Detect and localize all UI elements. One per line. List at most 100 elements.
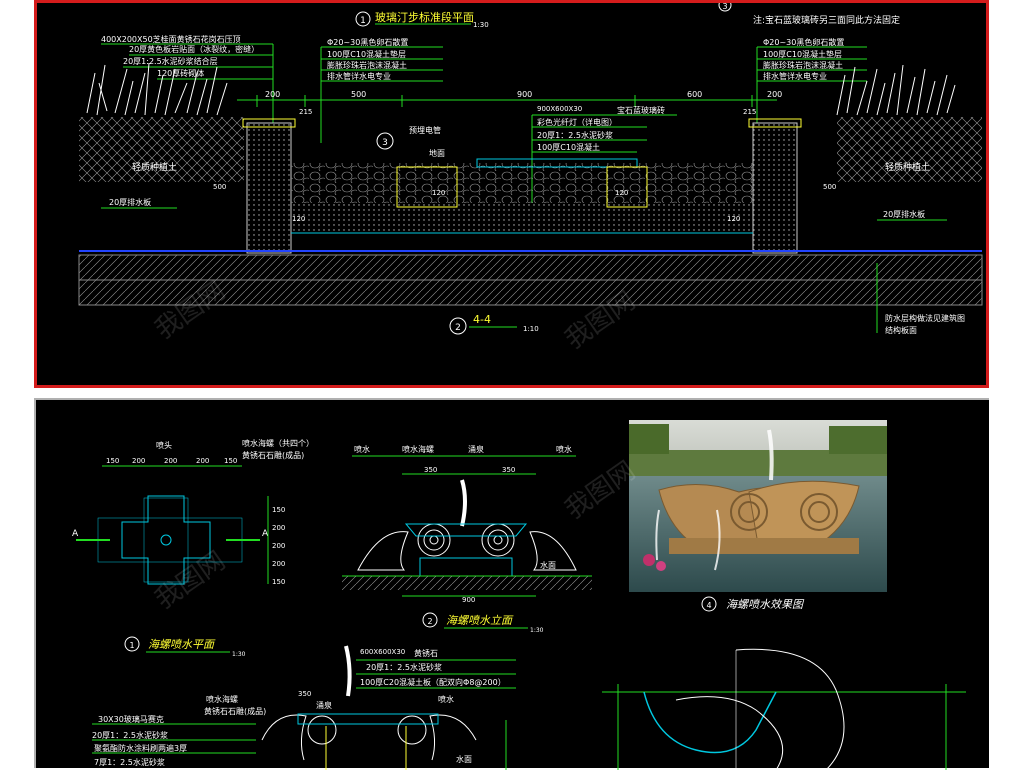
- wall-left: [246, 122, 292, 254]
- soil-right: [837, 117, 982, 182]
- plan-number: 1: [129, 641, 134, 650]
- glass-note-4: 20厚1：2.5水泥砂浆: [537, 130, 613, 140]
- elev-spray-left: [357, 531, 409, 571]
- label-drain-left: 20厚排水板: [109, 197, 151, 207]
- dim-215-r: 215: [743, 108, 756, 116]
- section-number: 2: [455, 323, 461, 333]
- plan-dim-h3: 200: [164, 457, 177, 465]
- detail-label-3: 20厚1：2.5水泥砂浆: [366, 662, 442, 672]
- elev-label-3: 涌泉: [468, 444, 484, 454]
- label-waterproof: 防水层构做法见建筑图: [885, 313, 965, 323]
- cl-note-2: 100厚C10混凝土垫层: [327, 49, 406, 59]
- elev-water-label: 水面: [540, 560, 556, 570]
- plan-dim-h4: 200: [196, 457, 209, 465]
- plan-label-stone: 黄锈石石雕(成品): [242, 450, 304, 460]
- wall-right: [752, 122, 798, 254]
- detail-label-11: 20厚1：2.5水泥砂浆: [92, 730, 168, 740]
- section-scale: 1:10: [523, 325, 539, 333]
- note-callout-number: 3: [722, 3, 727, 11]
- elev-label-4: 喷水: [556, 444, 572, 454]
- cr-note-1: Φ20~30黑色卵石散置: [763, 37, 844, 47]
- center-right-annotations: Φ20~30黑色卵石散置 100厚C10混凝土垫层 膨胀珍珠岩泡沫混凝土 排水管…: [756, 37, 867, 123]
- detail-label-8: 涌泉: [316, 700, 332, 710]
- elev-number: 2: [427, 617, 432, 626]
- elev-dim-2: 350: [502, 466, 515, 474]
- center-left-annotations: Φ20~30黑色卵石散置 100厚C10混凝土垫层 膨胀珍珠岩泡沫混凝土 排水管…: [320, 37, 443, 143]
- section-4-4-sheet: 1 玻璃汀步标准段平面 1:30 3 注:宝石蓝玻璃砖另三面同此方法固定 400…: [34, 0, 989, 388]
- glass-annotations: 900X600X30 宝石蓝玻璃砖 彩色光纤灯（详电图） 20厚1：2.5水泥砂…: [531, 105, 677, 203]
- elev-label-1: 喷水: [354, 444, 370, 454]
- left-note-2: 20厚黄色板岩贴面（冰裂纹，密缝）: [129, 44, 259, 54]
- detail-label-1: 600X600X30: [360, 648, 405, 656]
- glass-support-left: [396, 166, 458, 208]
- glass-note-2: 宝石蓝玻璃砖: [617, 105, 665, 115]
- plan-dim-v5: 150: [272, 578, 285, 586]
- detail-label-7: 350: [298, 690, 311, 698]
- dim-500-l: 500: [213, 183, 226, 191]
- title1-number: 1: [360, 16, 366, 26]
- photo-number: 4: [706, 601, 711, 610]
- cl-note-3: 膨胀珍珠岩泡沫混凝土: [327, 60, 407, 70]
- plan-dim-h1: 150: [106, 457, 119, 465]
- detail-label-5: 喷水海螺: [206, 694, 238, 704]
- detail-label-2: 黄锈石: [414, 648, 438, 658]
- elev-dim-bottom: 900: [462, 596, 475, 604]
- soil-left: [79, 117, 244, 182]
- plan-dim-v1: 150: [272, 506, 285, 514]
- concrete-layer: [291, 203, 753, 233]
- detail-water-label: 水面: [456, 754, 472, 764]
- fountain-photo: [629, 420, 887, 592]
- dim-215-l: 215: [299, 108, 312, 116]
- dim-top-4: 600: [687, 90, 702, 99]
- label-soil-left: 轻质种植土: [132, 161, 177, 173]
- label-pipe: 预埋电管: [409, 125, 441, 135]
- plants-left: [86, 62, 228, 116]
- dim-120-c: 120: [615, 189, 628, 197]
- fountain-detail-section: 600X600X30 黄锈石 20厚1：2.5水泥砂浆 100厚C20混凝土板（…: [92, 645, 516, 770]
- elev-base: [419, 557, 513, 577]
- plan-title: 海螺喷水平面: [148, 638, 216, 651]
- elev-spray-right: [529, 531, 577, 571]
- glass-note-1: 900X600X30: [537, 105, 582, 113]
- plan-cross-shape: [121, 495, 211, 585]
- pebble-layer: [291, 163, 753, 203]
- glass-support-right: [606, 166, 648, 208]
- plants-right: [836, 64, 956, 116]
- dim-500-r: 500: [823, 183, 836, 191]
- dim-top-3: 900: [517, 90, 532, 99]
- dim-120-d: 120: [727, 215, 740, 223]
- plan-scale: 1:30: [232, 651, 246, 658]
- left-note-3: 20厚1:2.5水泥砂浆结合层: [123, 56, 218, 66]
- label-struct: 结构板面: [885, 325, 917, 335]
- section-drawing: 1 玻璃汀步标准段平面 1:30 3 注:宝石蓝玻璃砖另三面同此方法固定 400…: [78, 3, 983, 335]
- callout-3-number: 3: [382, 138, 388, 148]
- left-note-4: 120厚砖砌体: [157, 68, 204, 78]
- cr-note-3: 膨胀珍珠岩泡沫混凝土: [763, 60, 843, 70]
- fountain-elevation: 喷水 喷水海螺 涌泉 喷水 350 350: [342, 444, 592, 634]
- plan-label-conch: 喷水海螺（共四个）: [242, 438, 314, 448]
- label-soil-right: 轻质种植土: [885, 161, 930, 173]
- section-marker-right: A: [262, 529, 269, 539]
- plan-dim-v2: 200: [272, 524, 285, 532]
- cap-right: [748, 118, 802, 128]
- dim-top-1: 200: [265, 90, 280, 99]
- cl-note-1: Φ20~30黑色卵石散置: [327, 37, 408, 47]
- elev-dim-1: 350: [424, 466, 437, 474]
- label-ground: 地面: [429, 148, 445, 158]
- dim-top-2: 500: [351, 90, 366, 99]
- detail-label-4: 100厚C20混凝土板（配双向Φ8@200）: [360, 677, 506, 687]
- section-marker-left: A: [72, 529, 79, 539]
- note-right: 注:宝石蓝玻璃砖另三面同此方法固定: [753, 14, 900, 26]
- elev-title: 海螺喷水立面: [446, 614, 514, 627]
- dim-top-5: 200: [767, 90, 782, 99]
- plan-label-nozzle: 喷头: [156, 440, 172, 450]
- elev-water-jet: [460, 479, 467, 527]
- left-note-1: 400X200X50芝桂面黄锈石花岗石压顶: [101, 34, 241, 44]
- top-dimension-line: 200 500 900 600 200: [237, 90, 782, 107]
- detail-label-10: 30X30玻璃马赛克: [98, 714, 164, 724]
- cr-note-2: 100厚C10混凝土垫层: [763, 49, 842, 59]
- detail-label-9: 喷水: [438, 694, 454, 704]
- glass-note-3: 彩色光纤灯（详电图）: [537, 117, 617, 127]
- detail-label-6: 黄锈石石雕(成品): [204, 706, 266, 716]
